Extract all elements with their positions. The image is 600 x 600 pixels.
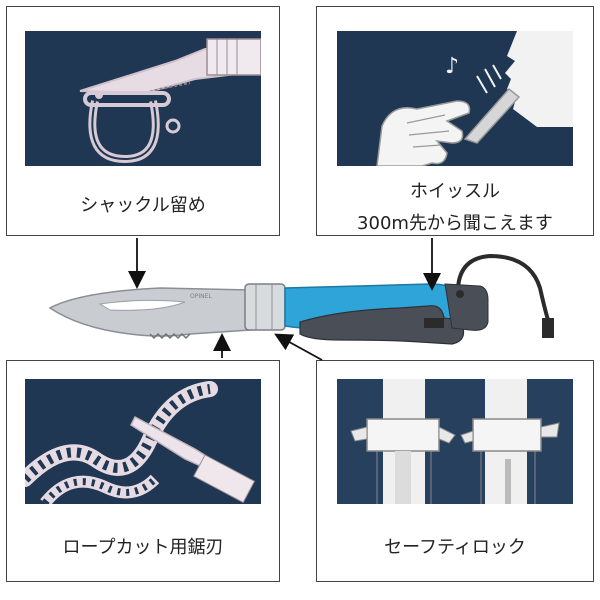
safety-lock-caption: セーフティロック — [384, 537, 526, 558]
safety-lock-icon — [350, 379, 560, 504]
whistle-caption-line1: ホイッスル — [410, 181, 500, 202]
whistle-panel: ♪ ホイッスル 300m先から聞こえます — [316, 6, 594, 236]
safety-lock-illustration — [337, 379, 573, 504]
shackle-caption: シャックル留め — [80, 195, 206, 216]
whistle-illustration: ♪ — [337, 31, 573, 166]
svg-text:OPINEL: OPINEL — [190, 293, 212, 300]
rope-cut-icon — [25, 381, 256, 504]
rope-cut-caption: ロープカット用鋸刃 — [62, 537, 224, 558]
shackle-panel: シャックル留め — [6, 6, 280, 236]
folding-knife-icon: OPINEL — [48, 253, 554, 345]
shackle-icon — [79, 38, 261, 164]
whistle-caption-line2: 300m先から聞こえます — [357, 213, 553, 234]
shackle-illustration — [25, 31, 261, 166]
whistle-icon: ♪ — [376, 31, 573, 166]
rope-cut-panel: ロープカット用鋸刃 — [6, 360, 280, 582]
rope-cut-illustration — [25, 379, 261, 504]
svg-text:♪: ♪ — [445, 54, 459, 79]
safety-lock-panel: セーフティロック — [316, 360, 594, 582]
